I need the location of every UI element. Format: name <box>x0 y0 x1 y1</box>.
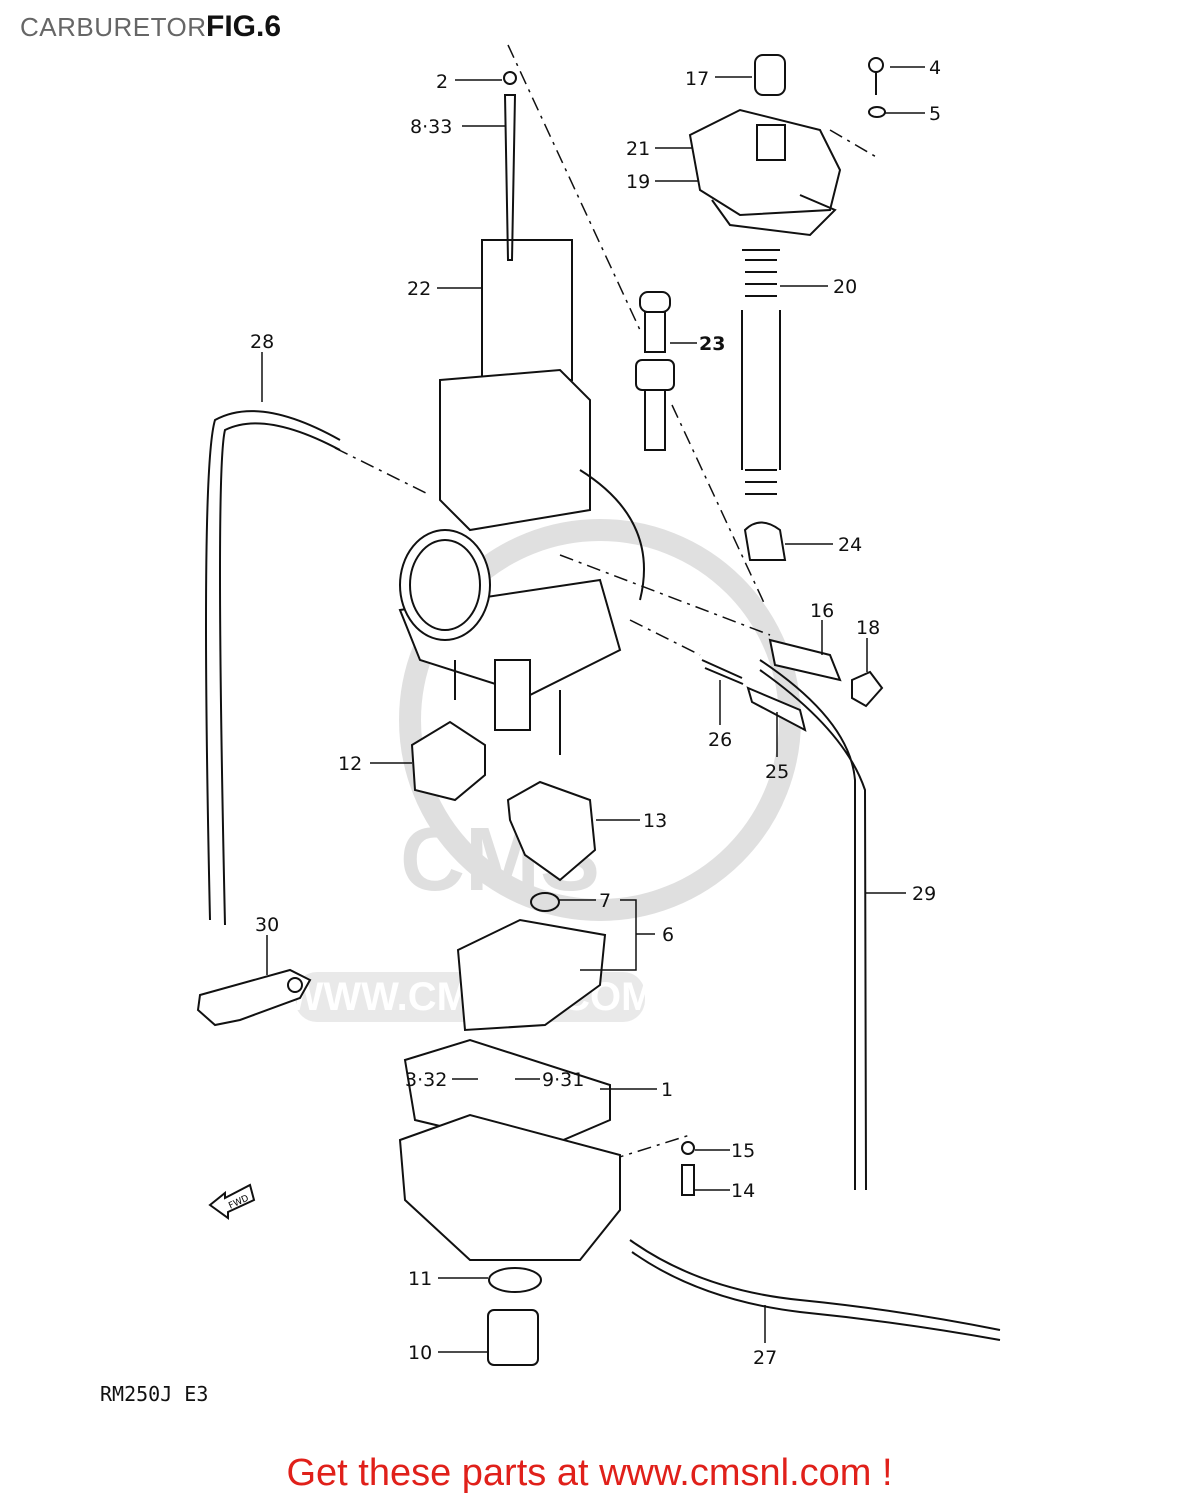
callout-9-31: 9·31 <box>542 1069 584 1091</box>
callout-11: 11 <box>408 1268 432 1290</box>
callout-12: 12 <box>338 753 362 775</box>
callout-24: 24 <box>838 534 862 556</box>
float-assembly <box>398 918 695 1366</box>
callout-3-32: 3·32 <box>405 1069 447 1091</box>
figure-number: FIG.6 <box>206 10 282 43</box>
callout-29: 29 <box>912 883 936 905</box>
callout-20: 20 <box>833 276 857 298</box>
carburetor-body <box>398 239 645 755</box>
callout-22: 22 <box>407 278 431 300</box>
page-title: CARBURETOR <box>20 12 207 42</box>
callout-15: 15 <box>731 1140 755 1162</box>
callout-7: 7 <box>599 890 611 912</box>
callout-23: 23 <box>699 333 725 355</box>
plunger <box>635 291 675 451</box>
callout-8-33: 8·33 <box>410 116 452 138</box>
callout-6: 6 <box>662 924 674 946</box>
fwd-arrow-icon: FWD <box>208 1183 256 1220</box>
callout-4: 4 <box>929 57 941 79</box>
callout-14: 14 <box>731 1180 755 1202</box>
screws-springs <box>701 638 884 732</box>
callout-10: 10 <box>408 1342 432 1364</box>
needle <box>503 71 517 261</box>
callout-18: 18 <box>856 617 880 639</box>
cap-assembly <box>688 54 886 237</box>
callout-1: 1 <box>661 1079 673 1101</box>
callout-17: 17 <box>685 68 709 90</box>
callout-28: 28 <box>250 331 274 353</box>
callout-27: 27 <box>753 1347 777 1369</box>
callout-25: 25 <box>765 761 789 783</box>
callout-2: 2 <box>436 71 448 93</box>
callout-labels: 2 8·33 17 4 5 21 19 22 20 28 23 24 16 18… <box>250 57 941 1369</box>
throttle-cable-adjuster <box>741 249 787 561</box>
tubes <box>205 410 1001 1341</box>
clamp <box>196 968 312 1027</box>
callout-19: 19 <box>626 171 650 193</box>
choke-parts <box>410 720 597 912</box>
callout-13: 13 <box>643 810 667 832</box>
callout-5: 5 <box>929 103 941 125</box>
callout-26: 26 <box>708 729 732 751</box>
model-code: RM250J E3 <box>100 1382 209 1406</box>
callout-16: 16 <box>810 600 834 622</box>
footer-link-text[interactable]: Get these parts at www.cmsnl.com ! <box>286 1452 893 1494</box>
leader-lines <box>261 66 925 1353</box>
callout-30: 30 <box>255 914 279 936</box>
assembly-lines <box>334 44 879 1161</box>
callout-21: 21 <box>626 138 650 160</box>
